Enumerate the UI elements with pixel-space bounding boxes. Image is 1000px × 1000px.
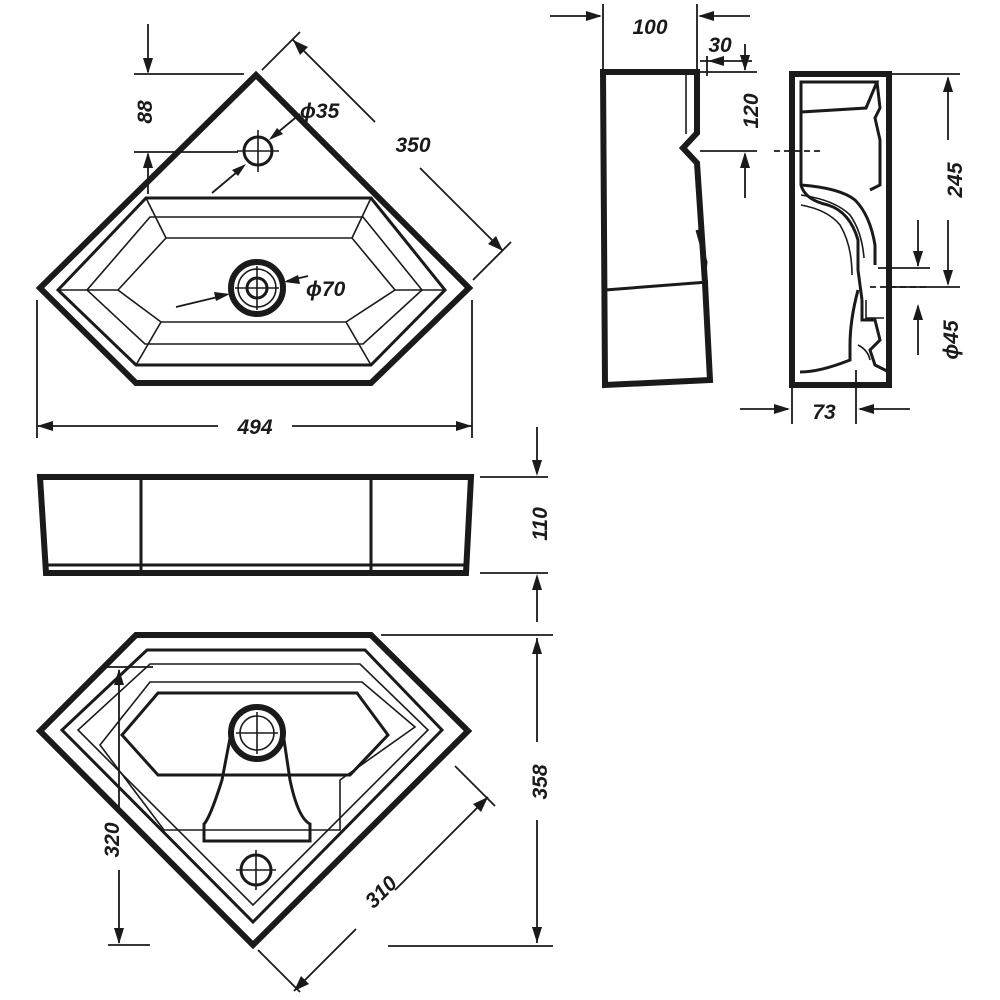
dim-350: 350 — [395, 134, 430, 157]
dim-phi70: ϕ70 — [306, 278, 346, 301]
dim-320: 320 — [101, 822, 124, 857]
dim-100: 100 — [632, 16, 667, 39]
dim-494: 494 — [236, 416, 272, 439]
side-right-outline — [789, 71, 892, 388]
dim-245: 245 — [944, 162, 967, 198]
basin-outline-top — [35, 70, 474, 386]
front-view: 110 — [36, 427, 552, 622]
dim-110: 110 — [529, 507, 552, 541]
side-left-outline — [599, 69, 714, 389]
dim-120: 120 — [740, 93, 763, 128]
dim-phi35: ϕ35 — [300, 100, 340, 123]
bowl-underside — [120, 691, 390, 777]
dim-88: 88 — [134, 100, 157, 124]
basin-inner-top — [85, 216, 424, 345]
dim-358: 358 — [529, 764, 552, 799]
dim-phi45: ϕ45 — [940, 320, 963, 360]
bottom-outline — [35, 632, 473, 950]
side-view-right: 245 ϕ45 73 — [740, 71, 967, 424]
bottom-view: 358 320 310 — [35, 632, 553, 993]
dim-30: 30 — [708, 34, 732, 57]
side-view-left: 100 30 120 — [550, 4, 763, 389]
dim-73: 73 — [812, 401, 836, 424]
front-outline — [36, 474, 475, 576]
dim-310: 310 — [361, 872, 402, 913]
top-view: 88 ϕ35 350 ϕ70 494 — [35, 24, 512, 439]
drain-hole — [228, 259, 286, 317]
